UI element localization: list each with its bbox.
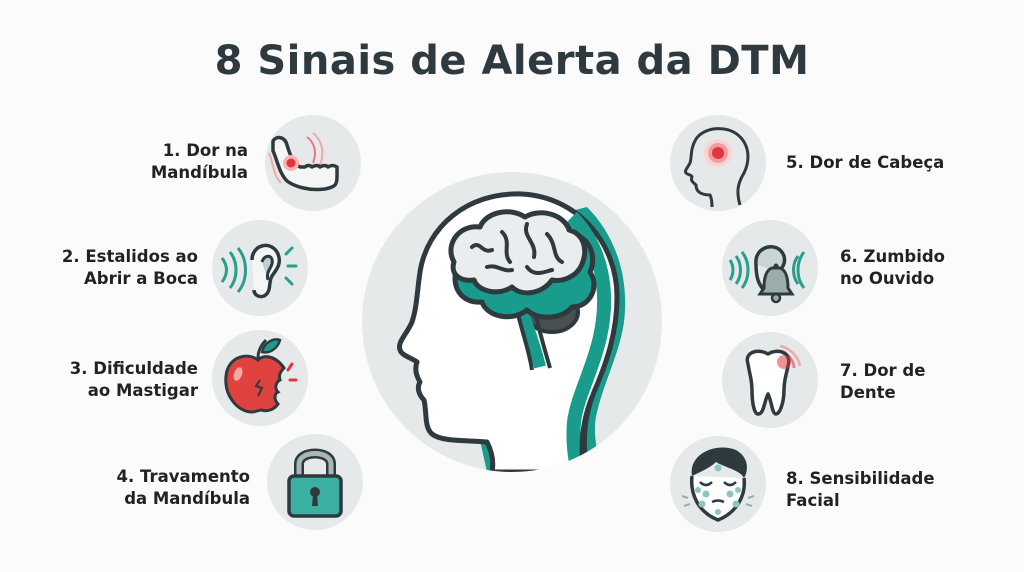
sign-4-icon-circle <box>267 434 363 530</box>
head-pain-icon <box>684 127 750 208</box>
sign-6-icon-circle <box>722 220 818 316</box>
sign-1-label: 1. Dor na Mandíbula <box>151 140 248 184</box>
ear-bell-icon <box>728 245 806 304</box>
sign-7-line1: 7. Dor de <box>840 361 926 380</box>
sign-7-label: 7. Dor de Dente <box>840 360 925 404</box>
face-sensitivity-icon <box>681 447 755 522</box>
ear-clicking-icon <box>220 243 298 299</box>
center-illustration <box>362 172 662 472</box>
sign-2-line1: 2. Estalidos ao <box>61 247 198 266</box>
sign-7-icon-circle <box>722 332 818 428</box>
sign-2-icon-circle <box>212 220 308 316</box>
sign-3-line1: 3. Dificuldade <box>69 359 198 378</box>
sign-6-line1: 6. Zumbido <box>840 247 946 266</box>
sign-1-line1: 1. Dor na <box>162 141 248 160</box>
sign-3-icon-circle <box>212 330 308 426</box>
sign-5-icon-circle <box>670 115 766 211</box>
jaw-pain-icon <box>268 132 339 192</box>
sign-3-line2: ao Mastigar <box>87 381 198 400</box>
sign-7-line2: Dente <box>840 383 896 402</box>
sign-5-label: 5. Dor de Cabeça <box>786 152 944 174</box>
sign-8-line2: Facial <box>786 491 840 510</box>
sign-6-label: 6. Zumbido no Ouvido <box>840 246 945 290</box>
sign-8-line1: 8. Sensibilidade <box>786 469 935 488</box>
sign-3-label: 3. Dificuldade ao Mastigar <box>70 358 198 402</box>
sign-2-label: 2. Estalidos ao Abrir a Boca <box>62 246 198 290</box>
sign-2-line2: Abrir a Boca <box>84 269 198 288</box>
sign-4-line2: da Mandíbula <box>124 489 250 508</box>
sign-4-line1: 4. Travamento <box>116 467 250 486</box>
sign-5-line1: 5. Dor de Cabeça <box>786 153 945 172</box>
sign-6-line2: no Ouvido <box>840 269 935 288</box>
sign-4-label: 4. Travamento da Mandíbula <box>117 466 250 510</box>
sign-8-icon-circle <box>670 436 766 532</box>
page-title: 8 Sinais de Alerta da DTM <box>214 38 810 84</box>
sign-8-label: 8. Sensibilidade Facial <box>786 468 935 512</box>
sign-1-icon-circle <box>265 115 361 211</box>
tooth-pain-icon <box>745 344 802 416</box>
head-profile-brain-icon <box>396 191 626 472</box>
padlock-icon <box>287 448 343 518</box>
bitten-apple-icon <box>224 338 298 414</box>
sign-1-line2: Mandíbula <box>150 163 248 182</box>
